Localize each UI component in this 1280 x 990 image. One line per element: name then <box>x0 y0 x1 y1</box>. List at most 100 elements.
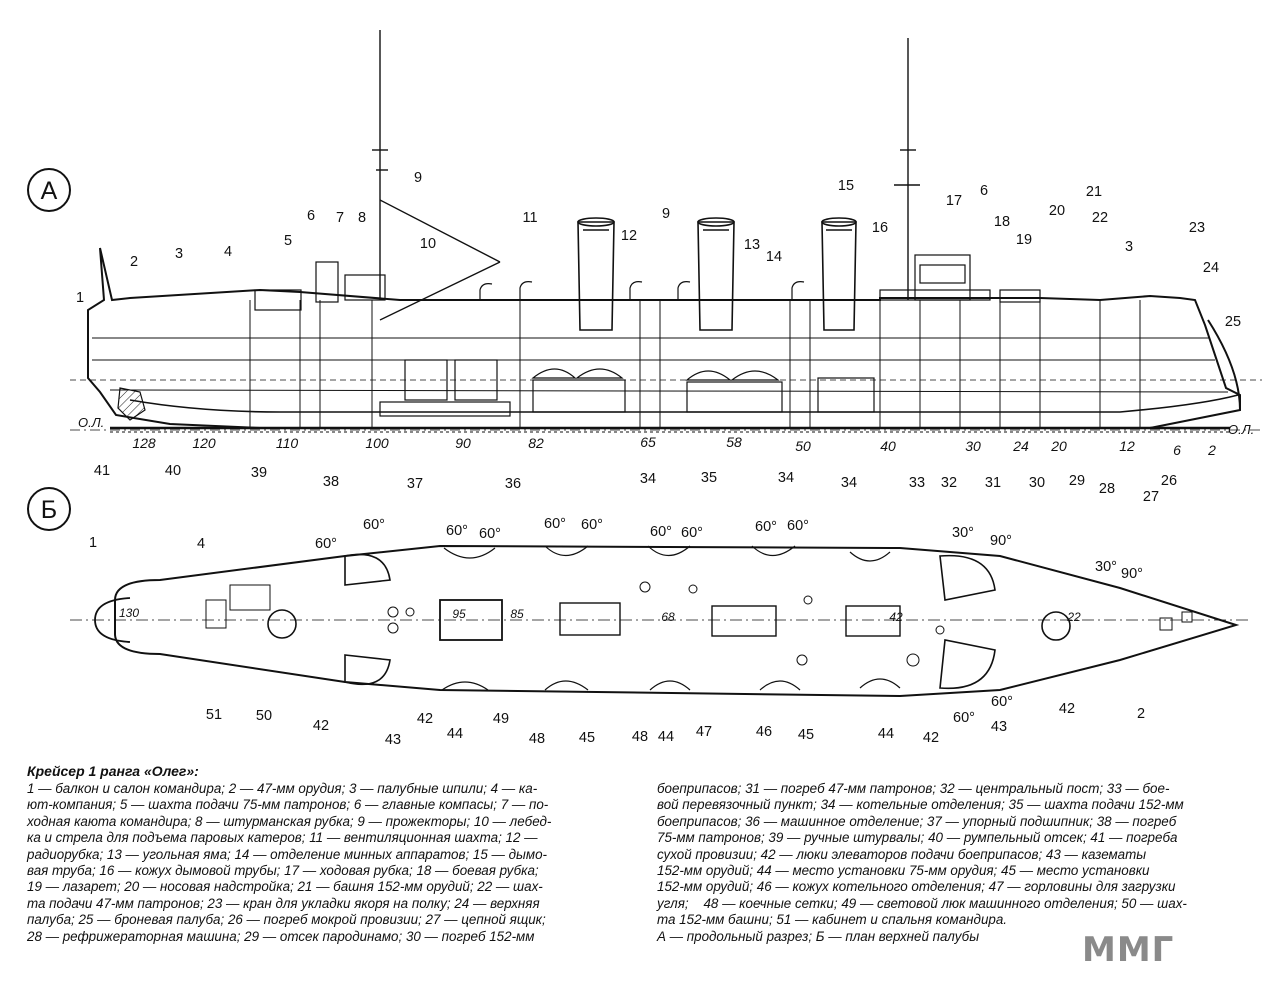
caption-line: 1 — балкон и салон командира; 2 — 47-мм … <box>27 781 538 796</box>
callout-number: 40 <box>165 463 181 479</box>
hull-outline <box>87 247 1241 429</box>
callout-number: 2 <box>1137 706 1145 722</box>
callout-number: 15 <box>838 178 854 194</box>
engines <box>379 359 511 417</box>
section-badge-b <box>27 487 71 531</box>
casemates <box>344 553 996 690</box>
callout-number: 34 <box>841 475 857 491</box>
callout-number: 6 <box>980 183 988 199</box>
frame-number: 85 <box>510 607 524 621</box>
bulkheads <box>249 300 1141 428</box>
angle-label: 60° <box>953 710 975 726</box>
angle-label: 60° <box>755 519 777 535</box>
deck-plan: Б <box>27 487 1250 698</box>
callout-number: 1 <box>89 535 97 551</box>
frame-number: 2 <box>1207 442 1216 458</box>
callout-number: 5 <box>284 233 292 249</box>
callout-number: 34 <box>640 471 656 487</box>
callout-number: 33 <box>909 475 925 491</box>
caption-line: ка и стрела для подъема паровых катеров;… <box>27 830 538 846</box>
callout-number: 22 <box>1092 210 1108 226</box>
callout-number: 42 <box>923 730 939 746</box>
callout-number: 44 <box>878 726 894 742</box>
callout-number: 3 <box>1125 239 1133 255</box>
callout-number: 13 <box>744 237 760 253</box>
callout-number: 10 <box>420 236 436 252</box>
section-badge-a <box>27 168 71 212</box>
callout-number: 45 <box>798 727 814 743</box>
callout-number: 19 <box>1016 232 1032 248</box>
angle-label: 90° <box>990 533 1012 549</box>
angle-label: 60° <box>315 536 337 552</box>
frame-number: 58 <box>726 434 742 450</box>
caption-line: угля; 48 — коечные сетки; 49 — световой … <box>657 895 1187 911</box>
caption-line: палуба; 25 — броневая палуба; 26 — погре… <box>27 912 546 928</box>
callout-number: 14 <box>766 249 782 265</box>
bow-stem <box>1207 319 1241 411</box>
callout-number: 26 <box>1161 473 1177 489</box>
caption-line: 75-мм патронов; 39 — ручные штурвалы; 40… <box>657 830 1178 846</box>
callout-number: 8 <box>358 210 366 226</box>
caption-line: 19 — лазарет; 20 — носовая надстройка; 2… <box>27 879 543 895</box>
frame-number: 120 <box>192 435 216 451</box>
frame-number: 110 <box>276 435 299 451</box>
callout-number: 23 <box>1189 220 1205 236</box>
callout-number: 9 <box>662 206 670 222</box>
section-label-a: А <box>41 177 58 205</box>
angle-label: 60° <box>681 525 703 541</box>
funnels <box>577 217 857 331</box>
callout-number: 50 <box>256 708 272 724</box>
angle-label: 60° <box>544 516 566 532</box>
callout-number: 32 <box>941 475 957 491</box>
callout-number: 31 <box>985 475 1001 491</box>
callout-number: 4 <box>197 536 205 552</box>
frame-number: 12 <box>1119 438 1135 454</box>
angle-label: 60° <box>787 518 809 534</box>
callout-number: 42 <box>313 718 329 734</box>
callout-number: 41 <box>94 463 110 479</box>
callout-number: 18 <box>994 214 1010 230</box>
callout-number: 42 <box>417 711 433 727</box>
section-label-b: Б <box>41 496 57 524</box>
frame-number: 95 <box>452 607 466 621</box>
callout-number: 45 <box>579 730 595 746</box>
callout-number: 49 <box>493 711 509 727</box>
baseline-label-left: О.Л. <box>78 415 104 430</box>
callout-number: 38 <box>323 474 339 490</box>
masts <box>372 30 920 321</box>
angle-label: 60° <box>581 517 603 533</box>
caption-line: А — продольный разрез; Б — план верхней … <box>657 928 980 944</box>
rudder <box>117 387 146 421</box>
callout-number: 48 <box>632 729 648 745</box>
fore-turret <box>1041 611 1071 641</box>
callout-number: 1 <box>76 290 84 306</box>
caption-right: боеприпасов; 31 — погреб 47-мм патронов;… <box>657 781 1247 945</box>
callout-number: 34 <box>778 470 794 486</box>
frame-number: 82 <box>528 435 544 451</box>
caption-line: та подачи 47-мм патронов; 23 — кран для … <box>27 895 540 911</box>
callout-number: 12 <box>621 228 637 244</box>
callout-number: 11 <box>522 210 537 226</box>
frame-number: 128 <box>132 435 156 451</box>
frame-number: 30 <box>965 438 981 454</box>
caption-line: та 152-мм башни; 51 — кабинет и спальня … <box>657 912 1008 928</box>
callout-number: 9 <box>414 170 422 186</box>
frame-number: 24 <box>1012 438 1029 454</box>
funnel-1 <box>577 221 615 331</box>
angle-label: 60° <box>991 694 1013 710</box>
callout-number: 7 <box>336 210 344 226</box>
callout-number: 28 <box>1099 481 1115 497</box>
callout-number: 29 <box>1069 473 1085 489</box>
callout-number: 35 <box>701 470 717 486</box>
callout-number: 36 <box>505 476 521 492</box>
callout-number: 2 <box>130 254 138 270</box>
callout-number: 17 <box>946 193 962 209</box>
callout-number: 43 <box>385 732 401 748</box>
caption-line: боеприпасов; 36 — машинное отделение; 37… <box>657 813 1177 829</box>
engine-room-skylight <box>439 599 503 641</box>
callout-number: 30 <box>1029 475 1045 491</box>
angle-label: 60° <box>446 523 468 539</box>
